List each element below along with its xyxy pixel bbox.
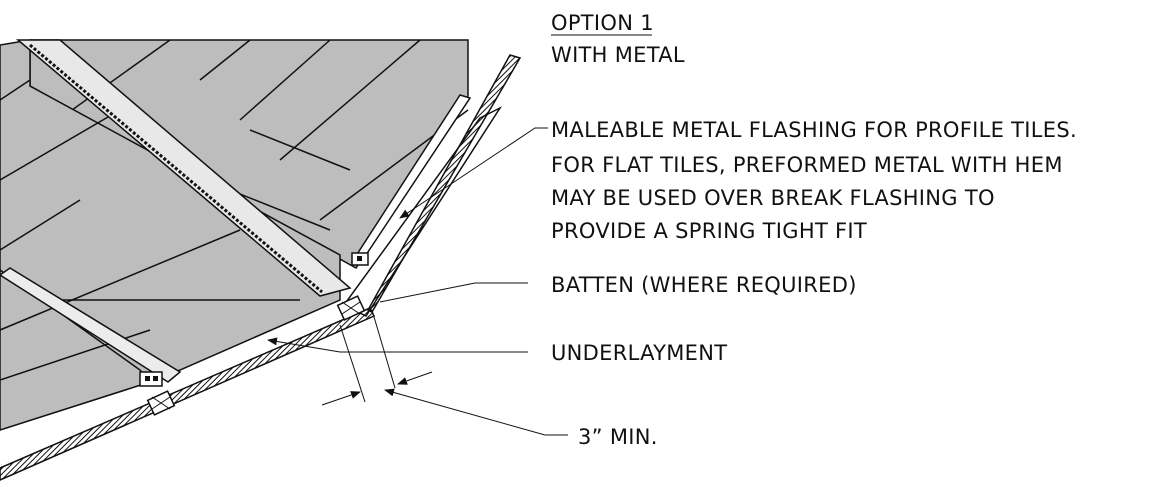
batten-label: BATTEN (WHERE REQUIRED) (551, 273, 857, 297)
flashing-note-line4: PROVIDE A SPRING TIGHT FIT (551, 219, 867, 243)
flashing-note-line1: MALEABLE METAL FLASHING FOR PROFILE TILE… (551, 118, 1077, 142)
lower-tile-edge (0, 267, 182, 383)
ridge-strip (15, 39, 352, 297)
dimension-3in (321, 309, 568, 436)
tile-fastener-upper (351, 252, 369, 266)
title-with-metal: WITH METAL (551, 43, 685, 67)
flashing-note-line2: FOR FLAT TILES, PREFORMED METAL WITH HEM (551, 153, 1063, 177)
underlayment-label: UNDERLAYMENT (551, 341, 727, 365)
dimension-label: 3” MIN. (578, 425, 658, 449)
batten-upper (336, 295, 366, 321)
title-option: OPTION 1 (551, 11, 654, 35)
batten-lower (146, 390, 176, 416)
leader-flashing (399, 127, 548, 219)
leader-underlayment (267, 337, 528, 353)
tile-fastener-lower (139, 371, 163, 387)
leader-batten (379, 282, 528, 303)
flashing-note-line3: MAY BE USED OVER BREAK FLASHING TO (551, 186, 995, 210)
lower-tile-field (0, 39, 341, 431)
